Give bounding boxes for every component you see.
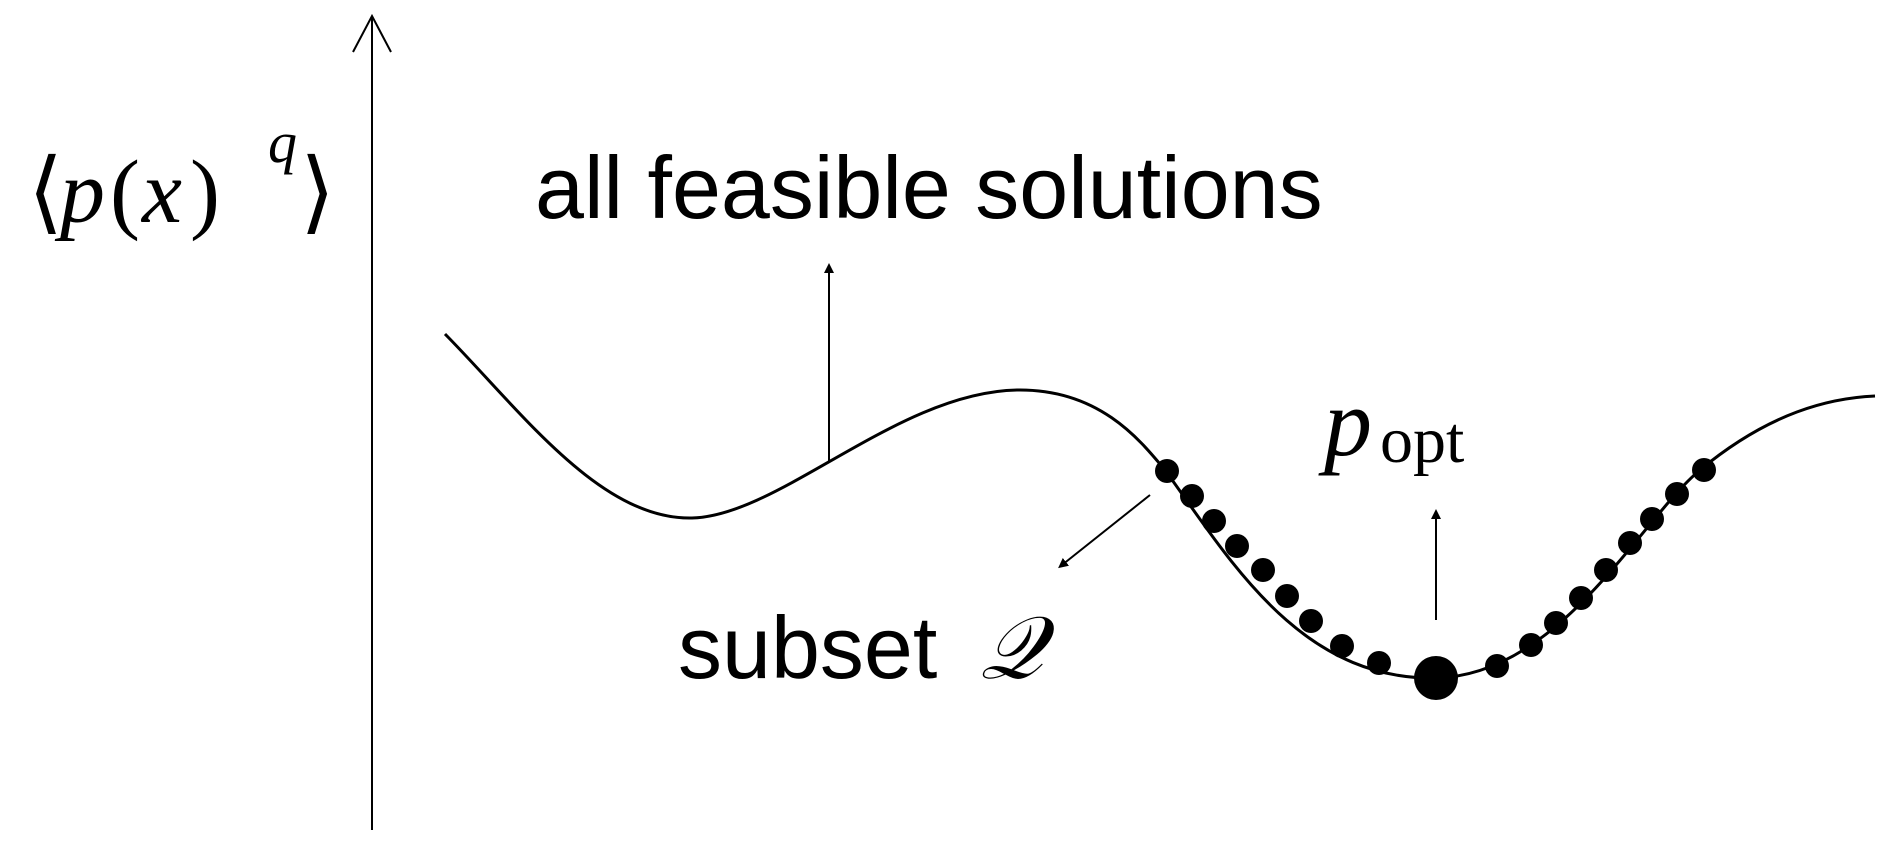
subset-label-text: subset <box>678 598 937 697</box>
axis-label: ⟨ p ( x ) q ⟩ <box>28 110 335 242</box>
subset-point <box>1275 584 1299 608</box>
p-opt-subscript: opt <box>1380 404 1464 477</box>
subset-point <box>1640 507 1664 531</box>
subset-point <box>1665 482 1689 506</box>
subset-point <box>1544 611 1568 635</box>
axis-label-close-paren: ) <box>190 143 220 242</box>
p-opt-label: p opt <box>1318 369 1464 477</box>
subset-point <box>1519 633 1543 657</box>
subset-point <box>1225 534 1249 558</box>
axis-label-exponent-q: q <box>268 110 297 175</box>
subset-point <box>1569 586 1593 610</box>
subset-point <box>1251 558 1275 582</box>
axis-label-p: p <box>54 143 105 242</box>
subset-point <box>1155 459 1179 483</box>
subset-label-symbol: 𝒬 <box>980 601 1056 698</box>
subset-point <box>1180 484 1204 508</box>
subset-arrow <box>1058 494 1151 569</box>
all-feasible-solutions-label: all feasible solutions <box>535 138 1323 237</box>
subset-points <box>1155 458 1716 700</box>
subset-point <box>1367 651 1391 675</box>
subset-point <box>1299 609 1323 633</box>
subset-point <box>1594 558 1618 582</box>
subset-point <box>1485 654 1509 678</box>
axis-label-x: x <box>140 143 182 242</box>
subset-point <box>1330 634 1354 658</box>
subset-point <box>1692 458 1716 482</box>
optimal-point <box>1414 656 1458 700</box>
vertical-axis-arrowhead <box>352 13 392 53</box>
axis-label-right-bracket: ⟩ <box>300 143 335 242</box>
subset-point <box>1202 509 1226 533</box>
subset-label: subset 𝒬 <box>678 598 1056 698</box>
landscape-curve <box>443 332 1876 680</box>
axis-label-left-bracket: ⟨ <box>28 143 63 242</box>
subset-point <box>1618 531 1642 555</box>
axis-label-open-paren: ( <box>110 143 140 242</box>
p-opt-base: p <box>1318 369 1372 476</box>
